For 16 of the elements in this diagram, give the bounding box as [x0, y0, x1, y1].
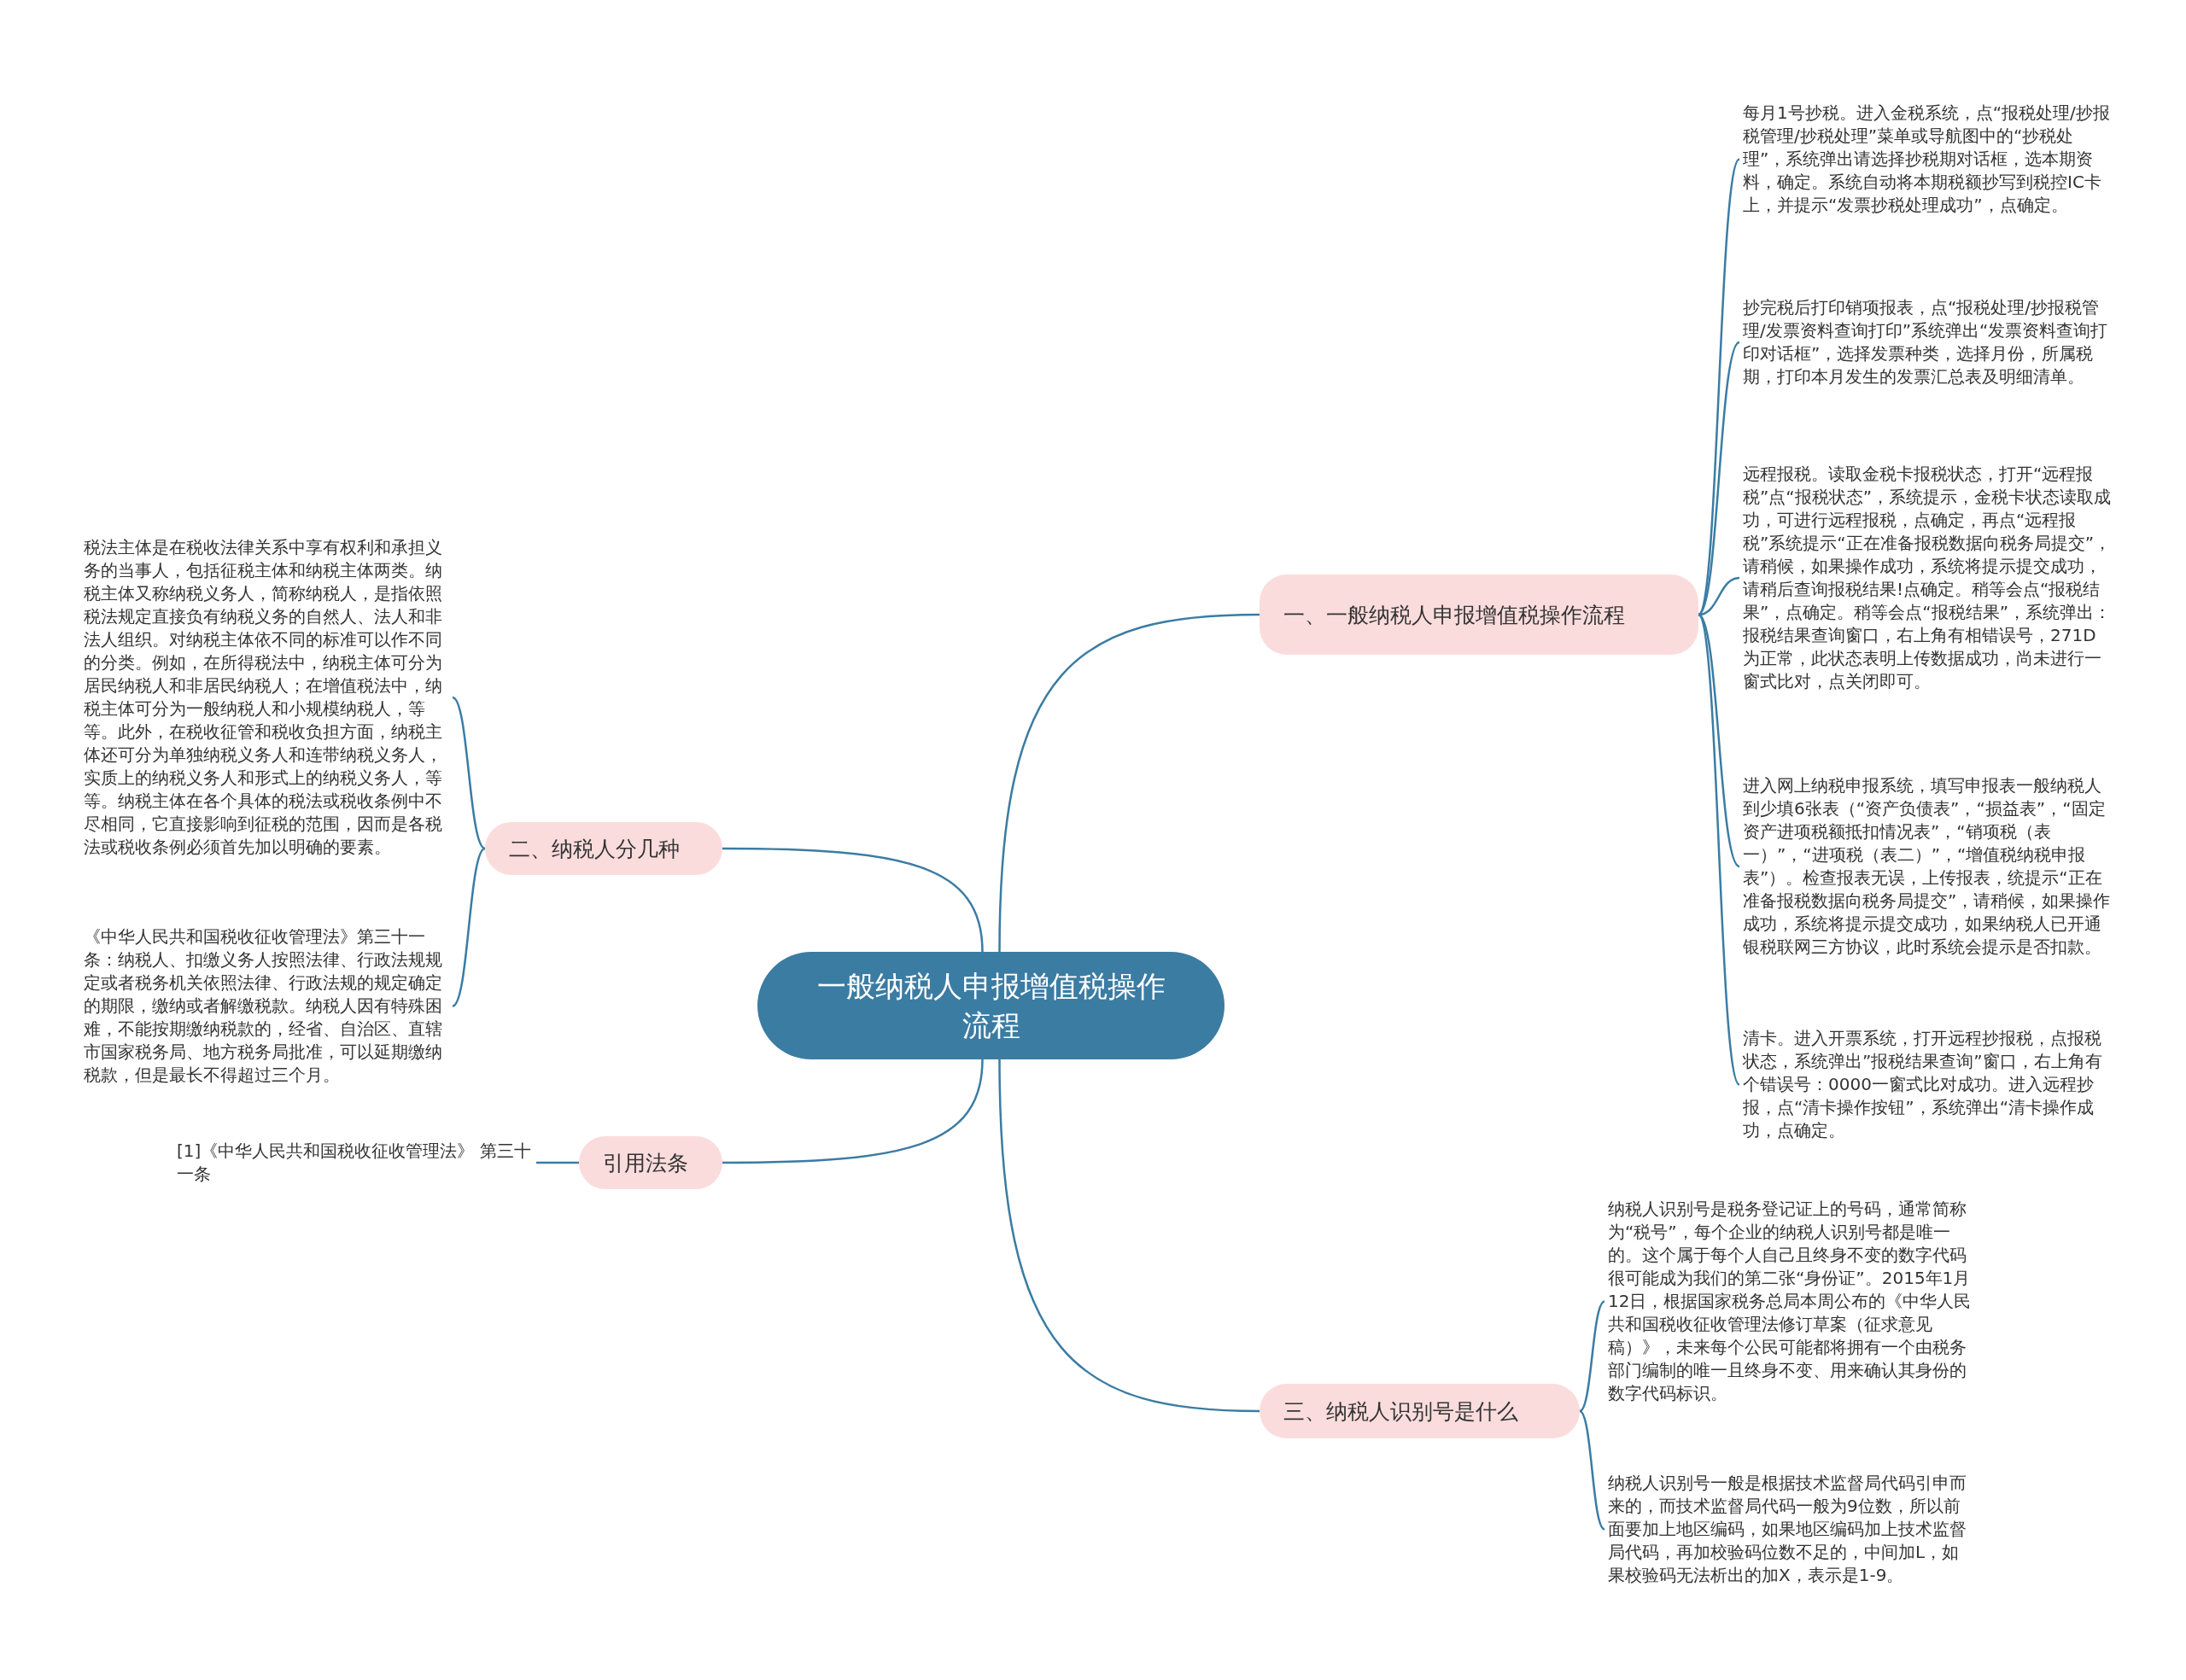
connector-line — [1697, 614, 1741, 1086]
central-topic-box: 一般纳税人申报增值税操作流程 — [757, 952, 1225, 1059]
connector-line — [722, 1059, 984, 1164]
topic-box: 引用法条 — [579, 1136, 722, 1189]
connector-line — [998, 613, 1260, 953]
connector-line — [1579, 1300, 1605, 1412]
connector-line — [452, 697, 486, 849]
topic-box: 二、纳税人分几种 — [485, 822, 722, 875]
connector-line — [536, 1161, 579, 1164]
topic-box: 三、纳税人识别号是什么 — [1260, 1384, 1580, 1438]
topic-box: 一、一般纳税人申报增值税操作流程 — [1260, 575, 1698, 655]
connector-line — [722, 847, 984, 953]
connector-line — [1579, 1410, 1605, 1531]
connector-line — [1698, 341, 1740, 615]
connector-line — [452, 848, 486, 1007]
connector-line — [998, 1059, 1260, 1413]
